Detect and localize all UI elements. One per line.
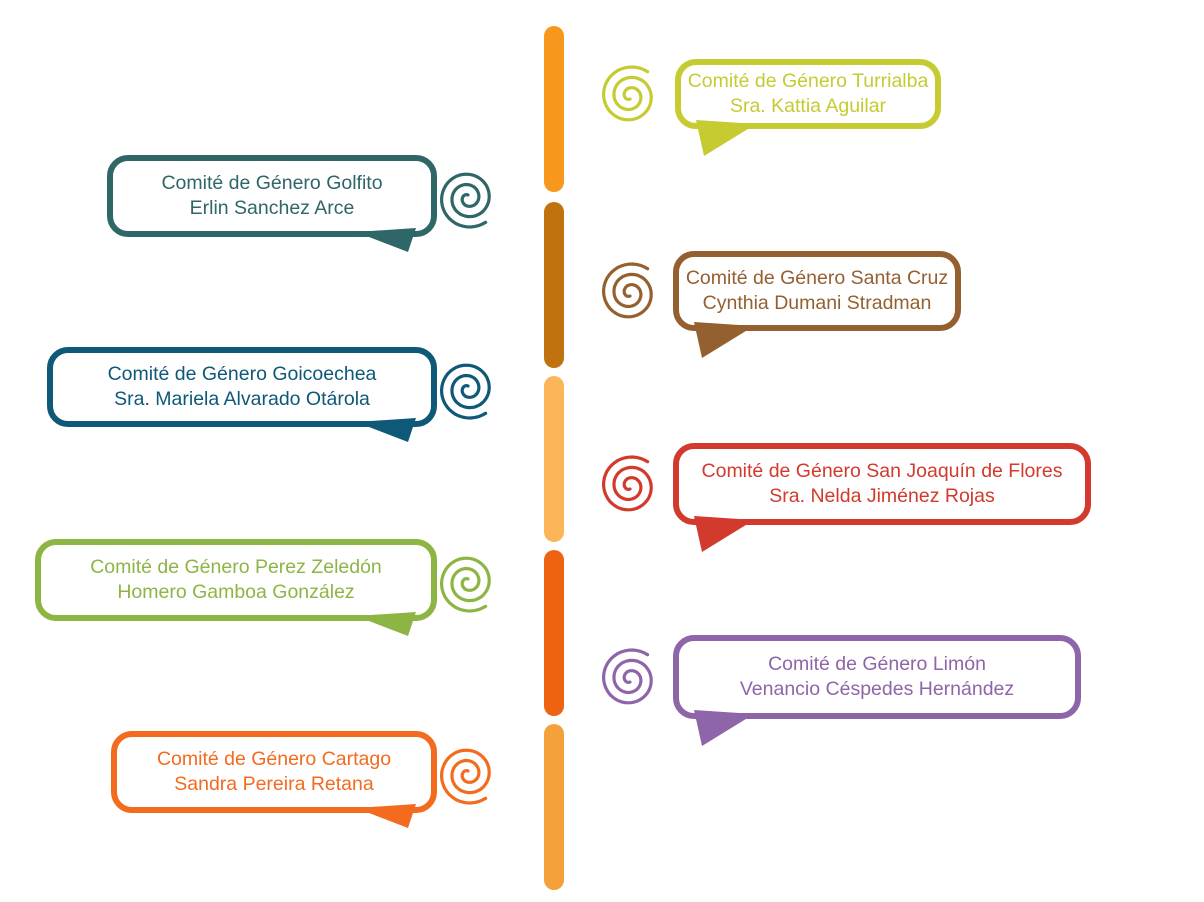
bubble-tail [694, 322, 754, 358]
committee-person: Sra. Mariela Alvarado Otárola [114, 388, 370, 410]
timeline-segment-2 [544, 202, 564, 368]
committee-person: Cynthia Dumani Stradman [702, 292, 932, 314]
committee-person: Erlin Sanchez Arce [189, 197, 355, 219]
timeline-segment-4 [544, 550, 564, 716]
timeline-segment-1 [544, 26, 564, 192]
bubble-tail [356, 418, 416, 442]
spiral-icon [439, 556, 491, 613]
speech-bubble-graphic [47, 347, 491, 442]
committee-title: Comité de Género Turrialba [687, 70, 929, 92]
bubble-outline [673, 251, 961, 331]
bubble-tail [696, 120, 756, 156]
bubble-tail [694, 516, 754, 552]
bubble-outline [107, 155, 437, 237]
speech-bubble-graphic [601, 251, 961, 358]
speech-bubble-graphic [111, 731, 491, 828]
bubble-outline [673, 635, 1081, 719]
timeline-segment-3 [544, 376, 564, 542]
bubble-outline [35, 539, 437, 621]
committee-title: Comité de Género Santa Cruz [685, 267, 949, 289]
spiral-icon [601, 648, 653, 705]
spiral-icon [601, 262, 653, 319]
committee-title: Comité de Género San Joaquín de Flores [701, 460, 1063, 482]
speech-bubble-graphic [35, 539, 491, 636]
committee-title: Comité de Género Perez Zeledón [90, 556, 382, 578]
spiral-icon [439, 748, 491, 805]
speech-bubble-graphic [601, 443, 1091, 552]
committee-person: Sra. Kattia Aguilar [729, 95, 887, 117]
committee-title: Comité de Género Limón [768, 653, 986, 675]
committee-title: Comité de Género Golfito [161, 172, 383, 194]
committee-person: Venancio Céspedes Hernández [739, 678, 1015, 700]
committee-person: Sra. Nelda Jiménez Rojas [769, 485, 995, 507]
speech-bubble-graphic [601, 59, 941, 156]
bubble-tail [694, 710, 754, 746]
spiral-icon [601, 455, 653, 512]
bubble-tail [356, 228, 416, 252]
bubble-outline [111, 731, 437, 813]
bubble-outline [47, 347, 437, 427]
spiral-icon [601, 65, 653, 122]
committee-person: Sandra Pereira Retana [174, 773, 374, 795]
committee-title: Comité de Género Cartago [156, 748, 392, 770]
speech-bubble-graphic [107, 155, 491, 252]
committee-person: Homero Gamboa González [117, 581, 355, 603]
spiral-icon [439, 172, 491, 229]
committee-title: Comité de Género Goicoechea [107, 363, 377, 385]
speech-bubble-graphic [601, 635, 1081, 746]
bubble-outline [673, 443, 1091, 525]
bubble-tail [356, 804, 416, 828]
bubble-tail [356, 612, 416, 636]
spiral-icon [439, 363, 491, 420]
bubble-outline [675, 59, 941, 129]
timeline-segment-5 [544, 724, 564, 890]
